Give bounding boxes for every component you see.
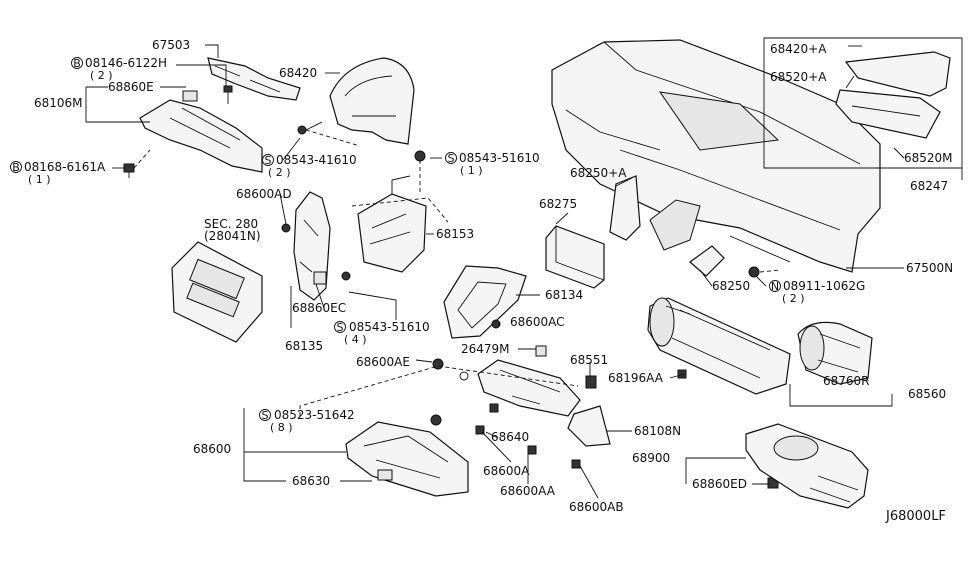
part-sec280-drawing bbox=[171, 241, 263, 343]
label-68600ac: 68600AC bbox=[510, 315, 565, 329]
label-68600aa: 68600AA bbox=[500, 484, 556, 498]
label-68135: 68135 bbox=[285, 339, 323, 353]
part-68560-drawing bbox=[647, 297, 791, 395]
label-68106m: 68106M bbox=[34, 96, 83, 110]
part-68250a-drawing bbox=[609, 175, 641, 241]
label-68600ad: 68600AD bbox=[236, 187, 292, 201]
prefix-s-mark-1: S bbox=[265, 154, 272, 167]
label-68640: 68640 bbox=[491, 430, 529, 444]
label-68108n: 68108N bbox=[634, 424, 681, 438]
label-08543-51610a-code: 08543-51610 bbox=[459, 151, 540, 165]
label-68520m: 68520M bbox=[904, 151, 953, 165]
label-68250: 68250 bbox=[712, 279, 750, 293]
screw-08168-drawing bbox=[123, 163, 135, 178]
diagram-code: J68000LF bbox=[885, 509, 946, 524]
part-68760r-drawing bbox=[797, 321, 873, 385]
prefix-s-mark-3: S bbox=[337, 321, 344, 334]
label-68153: 68153 bbox=[436, 227, 474, 241]
part-68420-drawing bbox=[297, 57, 415, 145]
label-68860e: 68860E bbox=[108, 80, 154, 94]
label-68600a: 68600A bbox=[483, 464, 530, 478]
part-labels: 67503 08146-6122H ( 2 ) 68860E 68106M 08… bbox=[24, 38, 953, 524]
prefix-b-mark-1: B bbox=[73, 57, 81, 70]
label-08543-51610b-qty: ( 4 ) bbox=[344, 333, 367, 346]
label-sec280-a: SEC. 280 bbox=[204, 217, 258, 231]
part-68134-drawing bbox=[443, 265, 527, 339]
label-26479m: 26479M bbox=[461, 342, 510, 356]
part-68135-drawing bbox=[293, 191, 331, 301]
leader-lines bbox=[85, 37, 963, 499]
label-08911-code: 08911-1062G bbox=[783, 279, 865, 293]
prefix-marks: B B S S S S N bbox=[10, 57, 781, 422]
label-68560: 68560 bbox=[908, 387, 946, 401]
label-68551: 68551 bbox=[570, 353, 608, 367]
part-68108n-drawing bbox=[567, 405, 611, 447]
label-08543-51610a-qty: ( 1 ) bbox=[460, 164, 483, 177]
prefix-n-mark-1: N bbox=[771, 280, 779, 293]
label-08543-41610-code: 08543-41610 bbox=[276, 153, 357, 167]
label-68275: 68275 bbox=[539, 197, 577, 211]
clips-drawing bbox=[281, 223, 779, 489]
prefix-s-mark-2: S bbox=[448, 152, 455, 165]
label-68760r: 68760R bbox=[823, 374, 870, 388]
label-08146-code: 08146-6122H bbox=[85, 56, 167, 70]
label-sec280-b: (28041N) bbox=[204, 229, 261, 243]
label-08523-qty: ( 8 ) bbox=[270, 421, 293, 434]
label-68630: 68630 bbox=[292, 474, 330, 488]
label-68860ec: 68860EC bbox=[292, 301, 346, 315]
part-68106m-drawing bbox=[139, 90, 263, 173]
label-68250a: 68250+A bbox=[570, 166, 627, 180]
label-08543-51610b-code: 08543-51610 bbox=[349, 320, 430, 334]
label-68600ab: 68600AB bbox=[569, 500, 624, 514]
part-68420a-drawing bbox=[835, 51, 951, 139]
part-68153-drawing bbox=[357, 150, 427, 273]
label-68520a: 68520+A bbox=[770, 70, 827, 84]
label-67500n: 67500N bbox=[906, 261, 953, 275]
label-08168-code: 08168-6161A bbox=[24, 160, 106, 174]
prefix-s-mark-4: S bbox=[262, 409, 269, 422]
label-68600ae: 68600AE bbox=[356, 355, 410, 369]
part-68900-drawing bbox=[745, 423, 869, 509]
label-68600: 68600 bbox=[193, 442, 231, 456]
label-68196aa: 68196AA bbox=[608, 371, 664, 385]
label-08543-41610-qty: ( 2 ) bbox=[268, 166, 291, 179]
label-68134: 68134 bbox=[545, 288, 583, 302]
prefix-b-mark-2: B bbox=[12, 161, 20, 174]
part-68275-drawing bbox=[545, 225, 605, 289]
label-68420: 68420 bbox=[279, 66, 317, 80]
part-68600-drawing bbox=[345, 421, 469, 497]
part-dashboard-drawing bbox=[551, 39, 881, 273]
label-08523-code: 08523-51642 bbox=[274, 408, 355, 422]
screw-08146-drawing bbox=[223, 85, 233, 104]
label-08168-qty: ( 1 ) bbox=[28, 173, 51, 186]
label-68860ed: 68860ED bbox=[692, 477, 747, 491]
label-08146-qty: ( 2 ) bbox=[90, 69, 113, 82]
label-68247: 68247 bbox=[910, 179, 948, 193]
label-08911-qty: ( 2 ) bbox=[782, 292, 805, 305]
label-67503: 67503 bbox=[152, 38, 190, 52]
part-68640-drawing bbox=[432, 345, 581, 417]
part-67503-drawing bbox=[207, 57, 301, 101]
label-68900: 68900 bbox=[632, 451, 670, 465]
label-68420a: 68420+A bbox=[770, 42, 827, 56]
